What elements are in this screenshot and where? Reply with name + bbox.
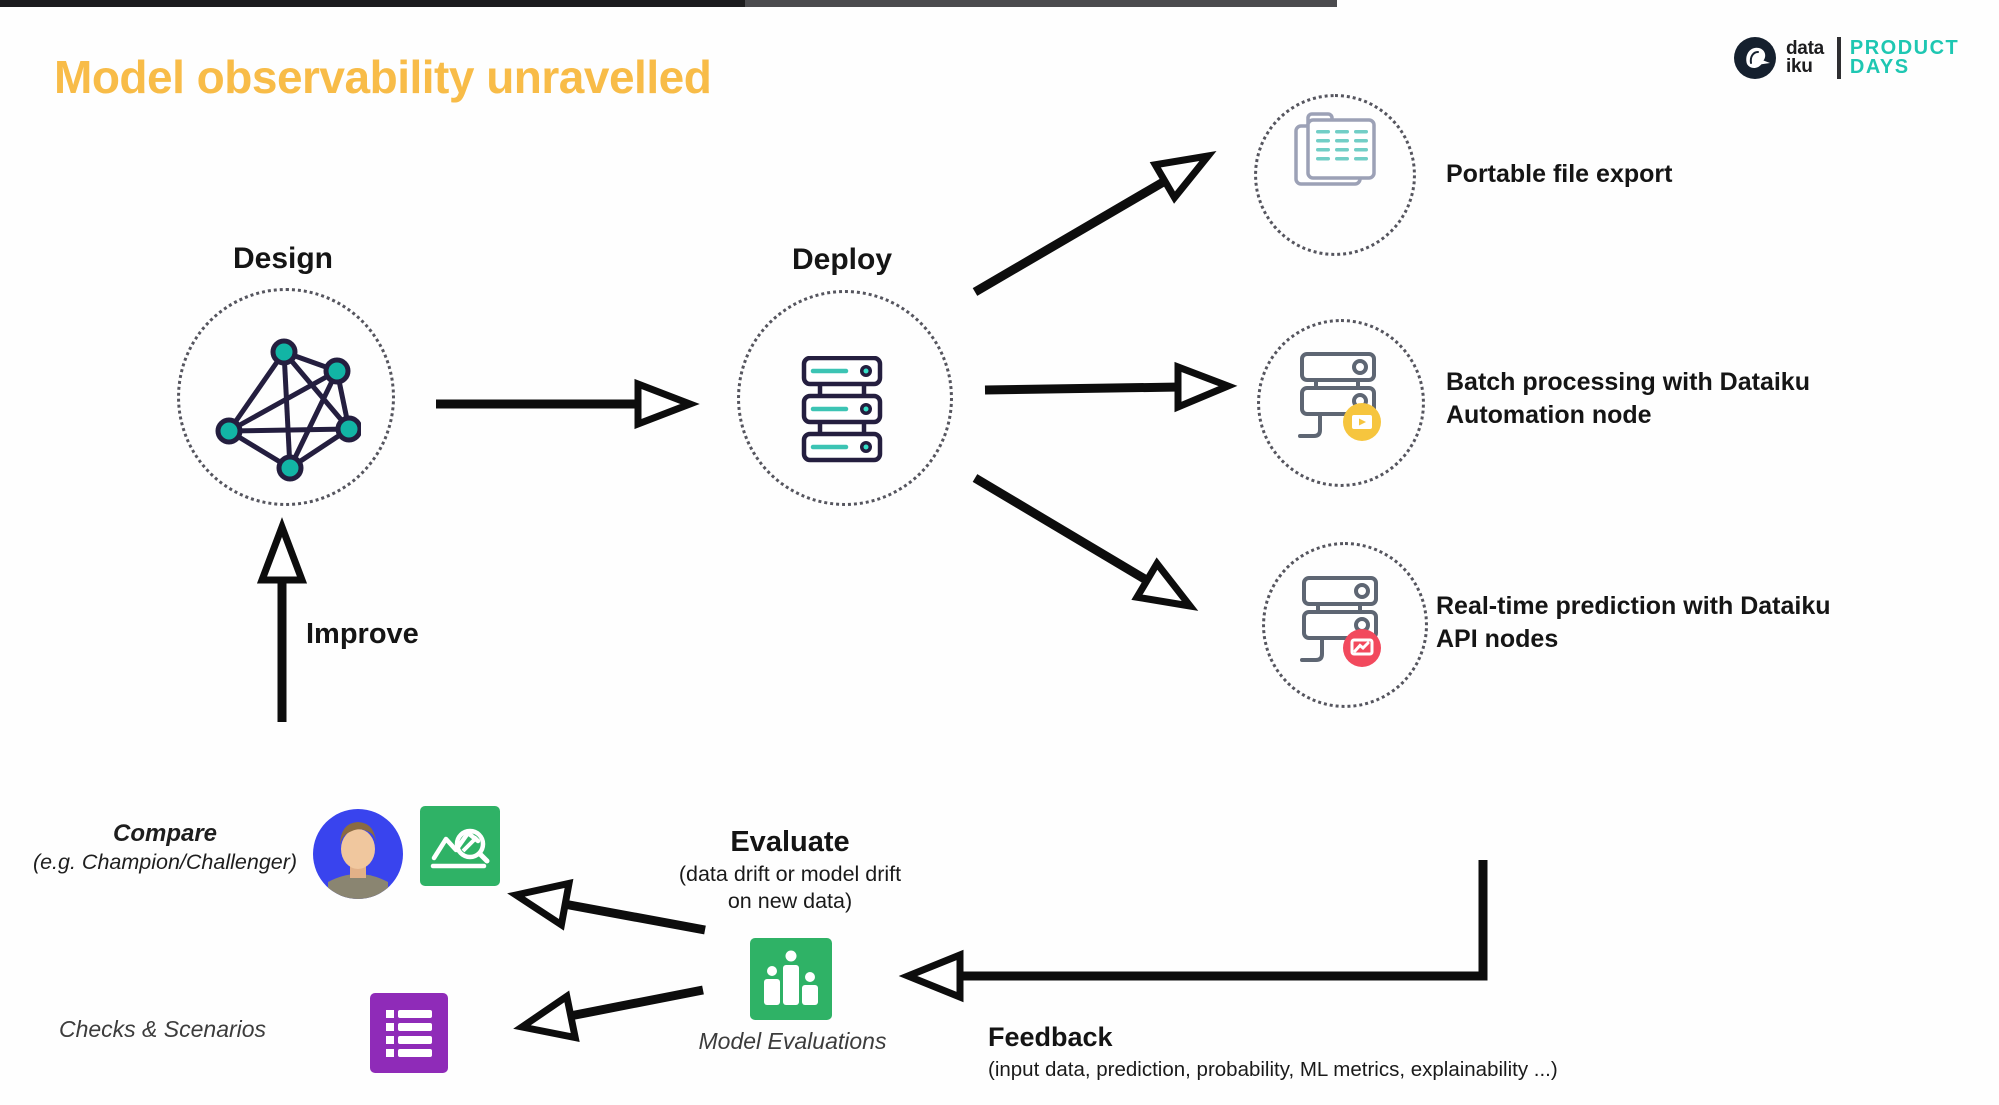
logo-event-text: PRODUCT DAYS	[1849, 37, 1960, 78]
model-evaluations-icon	[750, 938, 832, 1020]
evaluate-subtitle: (data drift or model drift on new data)	[678, 862, 902, 913]
logo-brand-text: data iku	[1786, 38, 1824, 77]
arrow-feedback	[898, 860, 1488, 1003]
api-node-icon	[1300, 576, 1381, 667]
checks-scenarios-icon	[370, 993, 448, 1073]
arrow-design-to-deploy	[436, 378, 700, 430]
export-node-circle	[1254, 94, 1416, 256]
logo-event-line2: DAYS	[1849, 56, 1910, 78]
top-strip-mid	[745, 0, 1337, 7]
model-compare-icon	[420, 806, 500, 886]
compare-title: Compare	[112, 820, 218, 847]
logo-event-line1: PRODUCT	[1849, 37, 1960, 59]
page-title: Model observability unravelled	[54, 51, 712, 103]
evaluate-title: Evaluate	[730, 826, 850, 858]
arrow-evaluate-to-compare	[507, 878, 706, 935]
export-label: Portable file export	[1446, 160, 1673, 188]
feedback-title: Feedback	[988, 1022, 1113, 1052]
arrow-improve	[256, 517, 308, 722]
model-evaluations-caption: Model Evaluations	[698, 1028, 887, 1054]
network-graph-icon	[215, 338, 361, 482]
batch-node-circle	[1257, 319, 1425, 487]
logo-divider	[1836, 37, 1841, 79]
arrow-deploy-to-batch	[984, 361, 1238, 413]
design-node-circle	[177, 288, 395, 506]
deploy-label: Deploy	[791, 243, 893, 276]
improve-label: Improve	[306, 618, 419, 650]
arrow-deploy-to-export	[972, 151, 1217, 296]
automation-node-icon	[1298, 352, 1381, 441]
server-stack-icon	[801, 356, 883, 463]
design-label: Design	[232, 242, 334, 275]
deploy-node-circle	[737, 290, 953, 506]
realtime-node-circle	[1262, 542, 1428, 708]
arrow-evaluate-to-checks	[513, 985, 704, 1043]
top-strip-left	[0, 0, 745, 7]
checks-scenarios-label: Checks & Scenarios	[58, 1016, 267, 1042]
dataiku-bird-icon	[1734, 37, 1776, 79]
user-avatar	[313, 809, 403, 899]
compare-subtitle: (e.g. Champion/Challenger)	[32, 850, 298, 874]
realtime-label: Real-time prediction with Dataiku API no…	[1436, 592, 1831, 653]
feedback-subtitle: (input data, prediction, probability, ML…	[988, 1058, 1558, 1081]
logo-brand-line2: iku	[1786, 56, 1813, 77]
folder-export-icon	[1294, 112, 1376, 186]
batch-label: Batch processing with Dataiku Automation…	[1446, 368, 1810, 429]
arrow-deploy-to-realtime	[972, 474, 1199, 611]
dataiku-logo: data iku PRODUCT DAYS	[1733, 36, 1959, 80]
logo-brand-line1: data	[1786, 38, 1824, 59]
